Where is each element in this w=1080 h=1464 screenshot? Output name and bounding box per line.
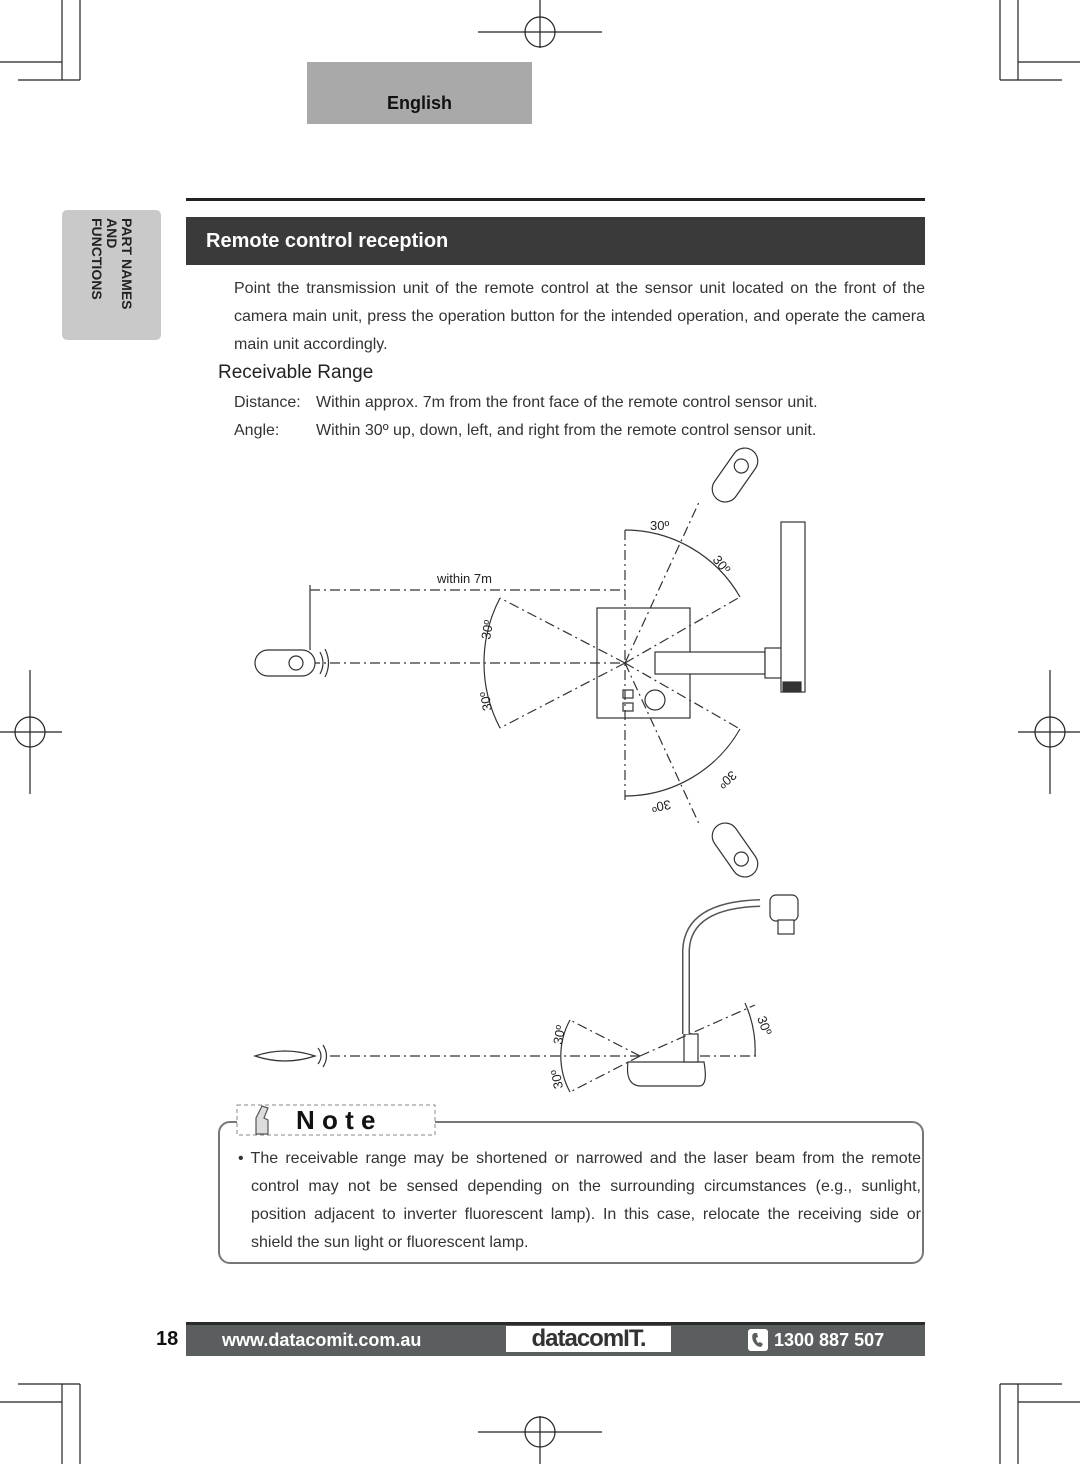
note-title: N o t e — [296, 1105, 375, 1135]
angle-annotation: 30º — [710, 552, 734, 577]
receivable-range-heading: Receivable Range — [218, 362, 374, 383]
language-tab[interactable]: English — [307, 62, 532, 124]
language-tab-label: English — [386, 93, 452, 113]
distance-row: Distance: Within approx. 7m from the fron… — [234, 394, 818, 412]
note-box — [218, 1121, 924, 1264]
phone-icon — [748, 1329, 768, 1351]
angle-annotation: 30º — [650, 518, 669, 533]
note-header: N o t e — [236, 1104, 436, 1136]
angle-annotation: 30º — [754, 1014, 775, 1037]
distance-text: Within approx. 7m from the front face of… — [316, 394, 818, 411]
remote-side-icon — [253, 1044, 328, 1068]
angle-label: Angle: — [234, 422, 280, 439]
angle-annotation: 30º — [715, 768, 740, 792]
reception-range-diagram: within 7m 30º 30º 30º 30º 30º 30º 30º 30… — [253, 447, 806, 1093]
remote-bottom-icon — [711, 822, 759, 878]
angle-text: Within 30º up, down, left, and right fro… — [316, 422, 817, 439]
side-tab-label: PART NAMES AND FUNCTIONS — [89, 218, 135, 310]
distance-label: Distance: — [234, 394, 301, 411]
footer-url-link[interactable]: www.datacomit.com.au — [222, 1330, 422, 1350]
remote-left-icon — [254, 648, 330, 678]
angle-annotation: 30º — [550, 1024, 568, 1046]
footer-phone: 1300 887 507 — [774, 1330, 885, 1350]
angle-annotation: 30º — [477, 690, 495, 712]
angle-annotation: 30º — [478, 619, 496, 641]
angle-annotation: 30º — [650, 797, 672, 815]
pointing-hand-icon — [255, 1105, 269, 1135]
camera-side-view — [626, 894, 799, 1087]
remote-top-icon — [711, 447, 759, 503]
intro-paragraph: Point the transmission unit of the remot… — [234, 280, 925, 353]
note-text: • The receivable range may be shortened … — [238, 1150, 921, 1251]
section-title: Remote control reception — [186, 217, 925, 265]
distance-annotation: within 7m — [436, 571, 492, 586]
angle-annotation: 30º — [548, 1068, 566, 1090]
top-rule — [186, 198, 925, 201]
company-logo: datacomIT. — [506, 1326, 671, 1352]
side-tab: PART NAMES AND FUNCTIONS — [62, 210, 161, 340]
angle-row: Angle: Within 30º up, down, left, and rig… — [234, 422, 816, 440]
page-number: 18 — [156, 1328, 179, 1350]
